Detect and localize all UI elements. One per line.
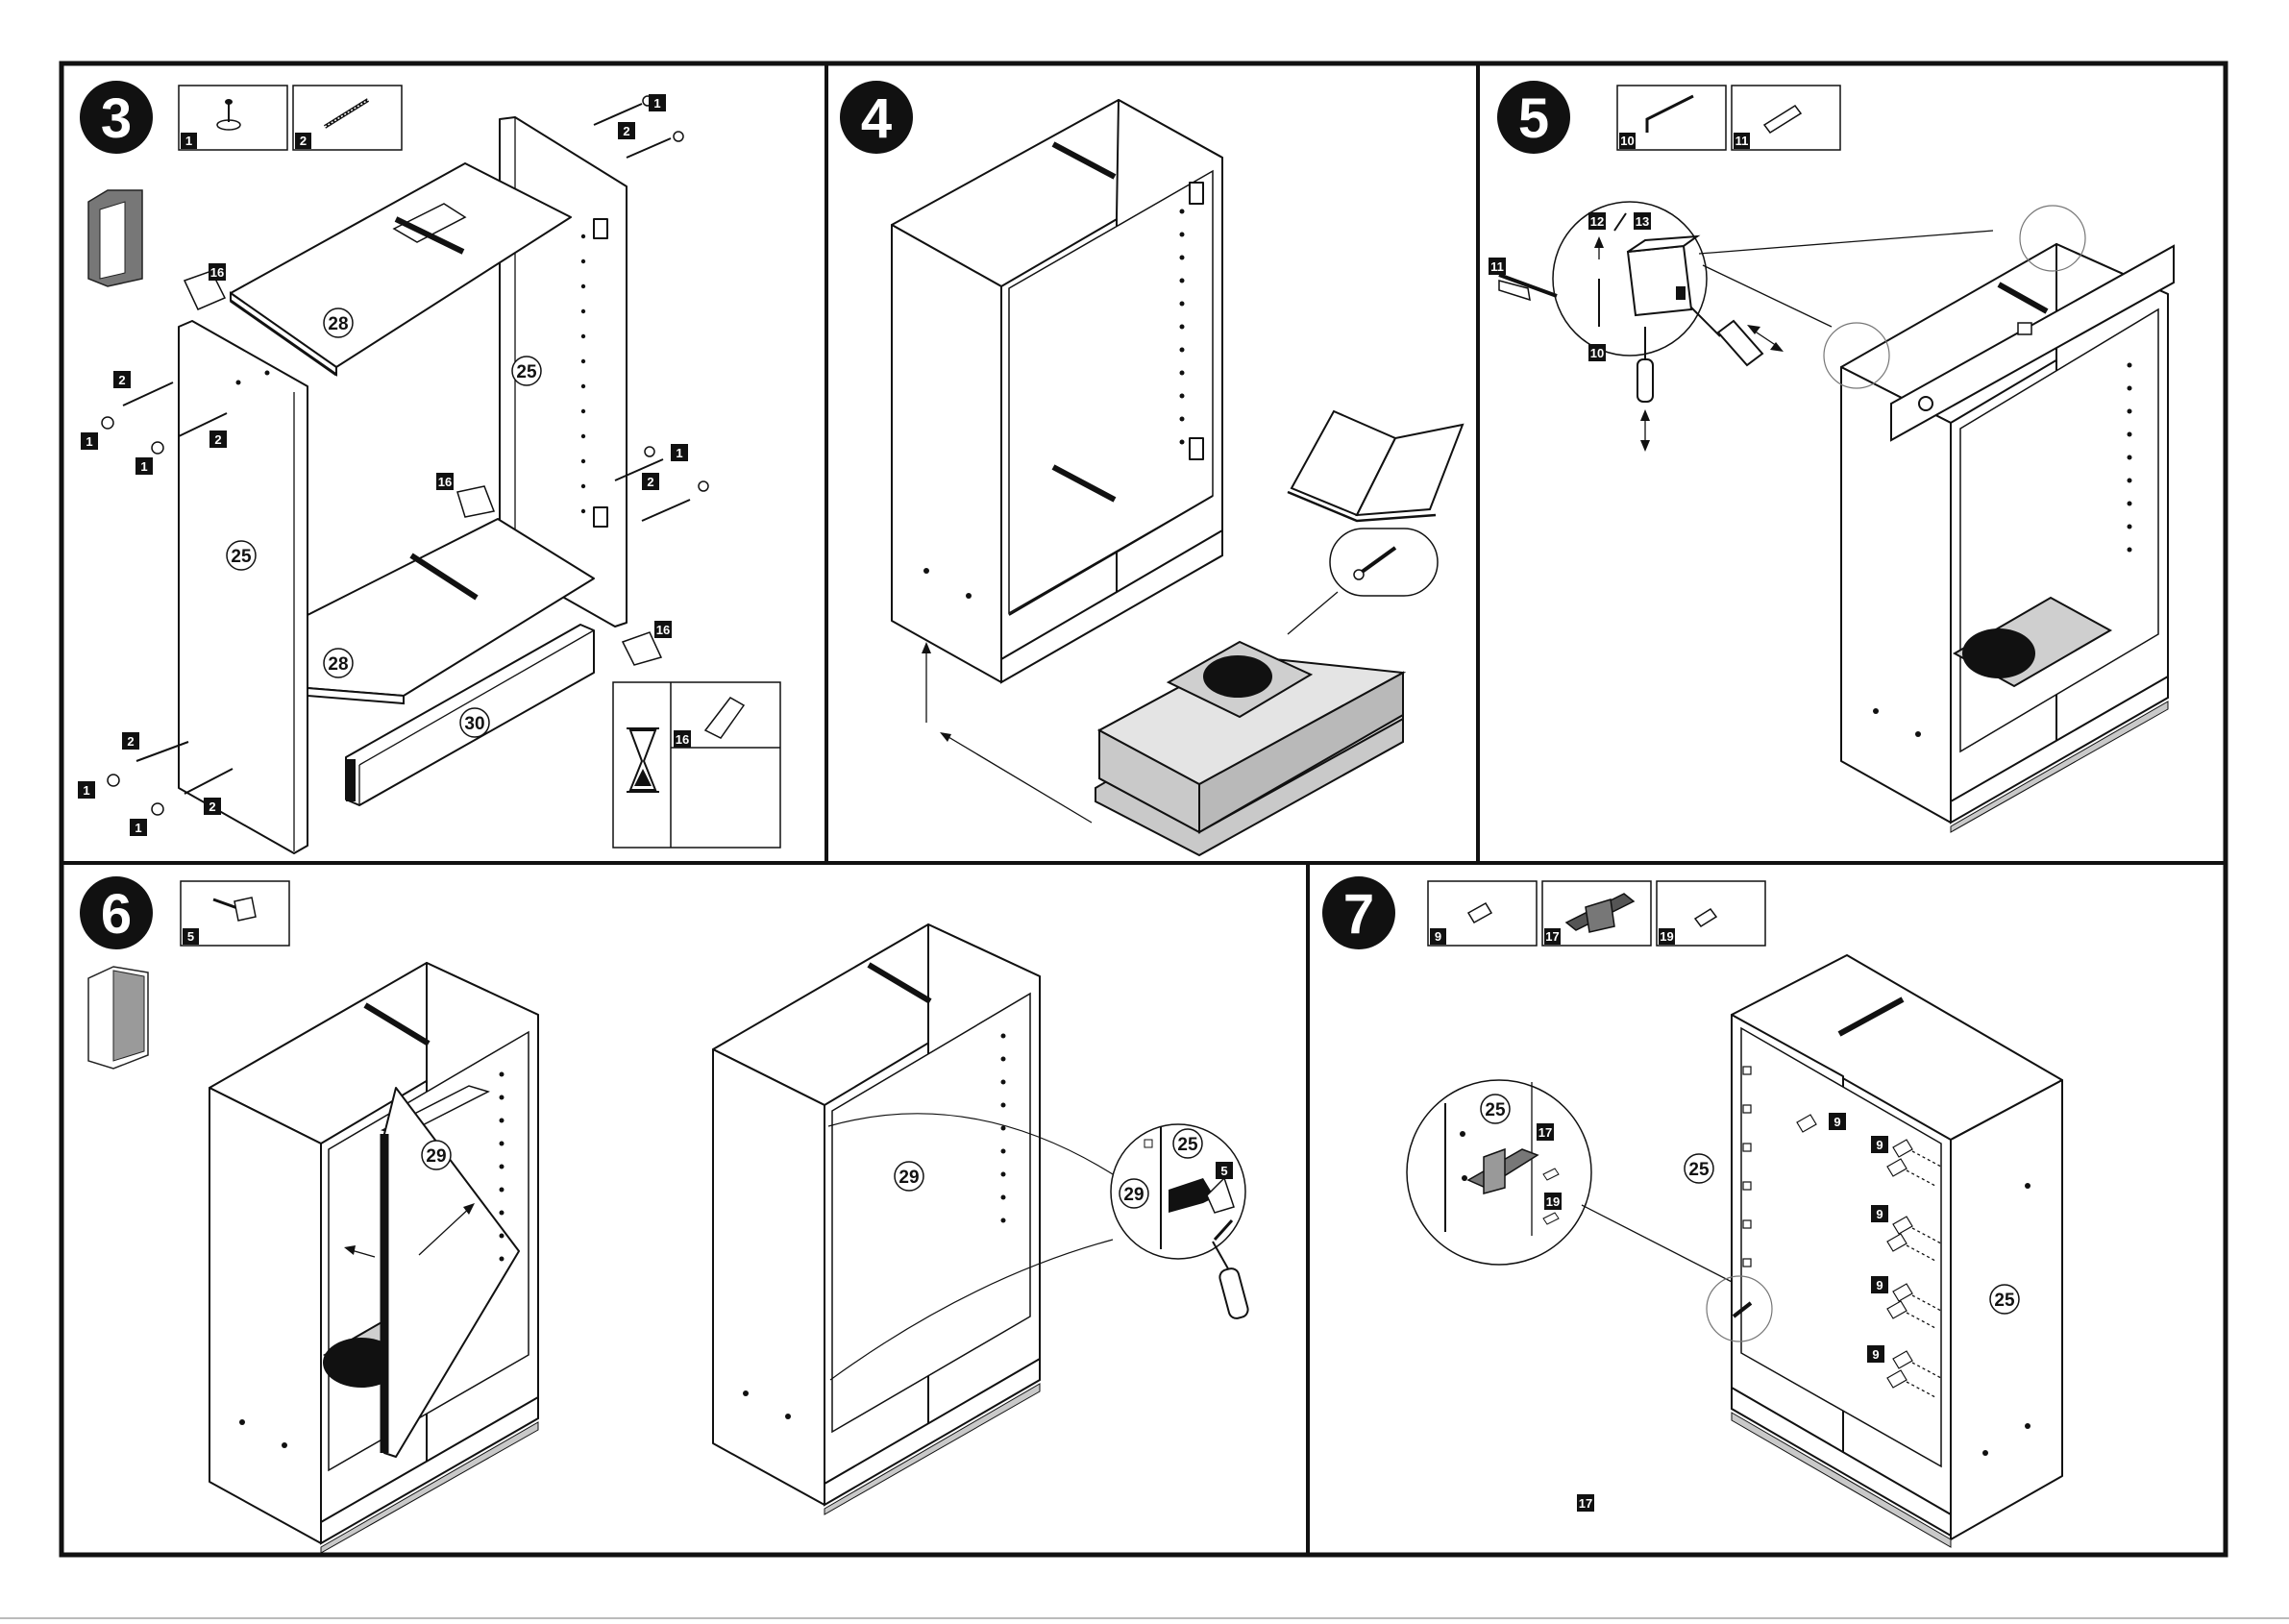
screwdriver-icon — [1691, 308, 1784, 365]
svg-text:9: 9 — [1876, 1138, 1883, 1152]
step-number: 7 — [1343, 883, 1374, 946]
cabinet-thumbnail-icon — [88, 190, 142, 286]
svg-text:25: 25 — [231, 547, 252, 567]
step-number: 6 — [101, 883, 132, 946]
instruction-book-icon — [1288, 411, 1463, 521]
svg-text:12: 12 — [1590, 214, 1604, 229]
svg-text:16: 16 — [210, 265, 224, 280]
cabinet-thumbnail-icon — [88, 967, 148, 1069]
svg-text:30: 30 — [464, 714, 484, 734]
svg-text:25: 25 — [1688, 1160, 1710, 1180]
svg-text:2: 2 — [214, 432, 221, 447]
svg-text:25: 25 — [1177, 1135, 1198, 1155]
svg-text:28: 28 — [328, 314, 348, 334]
svg-text:9: 9 — [1834, 1115, 1840, 1129]
parts-box: 1 2 — [179, 86, 402, 150]
wall-bracket — [1628, 246, 1691, 315]
hook-screw-icon — [1647, 96, 1693, 133]
glue-tube-icon — [457, 486, 494, 517]
svg-text:25: 25 — [1485, 1100, 1506, 1120]
svg-text:25: 25 — [1994, 1291, 2015, 1311]
svg-text:16: 16 — [676, 732, 689, 747]
svg-text:9: 9 — [1876, 1207, 1883, 1221]
svg-text:1: 1 — [135, 821, 141, 835]
step-3-panel: 3 1 2 — [78, 81, 780, 853]
svg-text:2: 2 — [118, 373, 125, 387]
svg-text:1: 1 — [676, 446, 682, 460]
svg-text:1: 1 — [653, 96, 660, 111]
parts-box: 5 — [181, 881, 289, 946]
svg-text:5: 5 — [1220, 1164, 1227, 1178]
svg-text:16: 16 — [656, 623, 670, 637]
svg-text:25: 25 — [516, 362, 537, 382]
svg-text:29: 29 — [426, 1146, 446, 1167]
svg-text:1: 1 — [140, 459, 147, 474]
parts-box: 9 17 19 — [1428, 881, 1765, 946]
svg-text:9: 9 — [1435, 929, 1441, 944]
svg-text:5: 5 — [187, 929, 194, 944]
step-6-panel: 6 5 — [80, 876, 1249, 1553]
svg-text:2: 2 — [127, 734, 134, 749]
svg-text:16: 16 — [438, 475, 452, 489]
svg-text:11: 11 — [1490, 259, 1504, 274]
cam-bolt-icon — [325, 100, 368, 127]
svg-text:19: 19 — [1546, 1194, 1560, 1209]
parts-box: 10 11 — [1617, 86, 1840, 150]
angle-bracket-icon — [1566, 894, 1634, 932]
svg-text:29: 29 — [898, 1168, 919, 1188]
leveling-foot-icon — [217, 99, 240, 130]
glue-tube-icon — [705, 698, 744, 738]
svg-text:9: 9 — [1872, 1347, 1879, 1362]
svg-text:28: 28 — [328, 654, 348, 675]
step-number: 5 — [1518, 87, 1549, 150]
svg-text:29: 29 — [1123, 1185, 1144, 1205]
hourglass-icon — [627, 728, 659, 792]
svg-text:10: 10 — [1590, 346, 1604, 360]
step-5-panel: 5 10 11 12 13 — [1489, 81, 2174, 832]
svg-text:11: 11 — [1735, 134, 1749, 148]
wall-plug-icon — [1764, 106, 1801, 133]
step-7-panel: 7 9 17 19 — [1322, 876, 2062, 1547]
shelf-pin-icon — [1468, 903, 1491, 923]
svg-text:1: 1 — [83, 783, 89, 798]
glue-drying-box: 16 — [613, 682, 780, 848]
svg-text:9: 9 — [1876, 1278, 1883, 1292]
screw-icon — [1695, 909, 1716, 926]
svg-text:2: 2 — [209, 800, 215, 814]
step-4-panel: 4 — [840, 81, 1463, 855]
svg-text:2: 2 — [300, 134, 307, 148]
svg-text:10: 10 — [1620, 134, 1634, 148]
screwdriver-icon — [1218, 1267, 1250, 1319]
svg-text:17: 17 — [1538, 1125, 1552, 1140]
svg-text:17: 17 — [1545, 929, 1559, 944]
svg-text:2: 2 — [623, 124, 629, 138]
svg-text:1: 1 — [86, 434, 92, 449]
svg-text:13: 13 — [1636, 214, 1649, 229]
step-number: 4 — [861, 87, 892, 150]
svg-text:1: 1 — [185, 134, 192, 148]
svg-text:19: 19 — [1660, 929, 1673, 944]
hinge-screw-icon — [213, 898, 256, 921]
svg-text:17: 17 — [1579, 1496, 1592, 1511]
svg-text:2: 2 — [647, 475, 653, 489]
step-number: 3 — [101, 87, 132, 150]
